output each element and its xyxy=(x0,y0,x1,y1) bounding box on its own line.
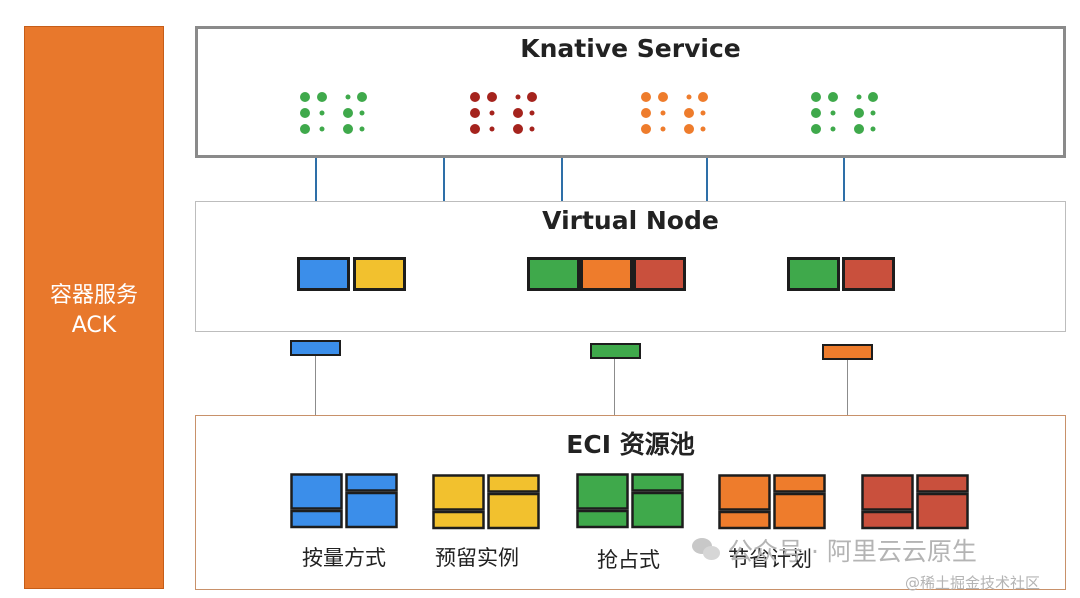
watermark-account: 公众号 · 阿里云云原生 xyxy=(692,532,977,568)
small-bar-orange xyxy=(822,344,873,360)
ack-label: 容器服务 ACK xyxy=(25,281,163,341)
connector-line xyxy=(315,355,316,415)
pod-red xyxy=(633,257,686,291)
eci-icon-red xyxy=(861,474,969,530)
eci-icon-green xyxy=(576,473,684,529)
dot-group-green-1 xyxy=(300,92,367,134)
eci-title: ECI 资源池 xyxy=(566,430,695,459)
eci-icon-yellow xyxy=(432,474,540,530)
virtual-node-title: Virtual Node xyxy=(542,206,719,235)
small-bar-green xyxy=(590,343,641,359)
ack-label-line2: ACK xyxy=(71,313,117,338)
dot-group-red xyxy=(470,92,537,134)
ack-label-line1: 容器服务 xyxy=(49,283,138,308)
connector-line xyxy=(315,158,317,201)
ack-sidebar: 容器服务 ACK xyxy=(24,26,164,589)
connector-line xyxy=(847,359,848,415)
pod-blue xyxy=(297,257,350,291)
dot-group-green-2 xyxy=(811,92,878,134)
watermark-site: @稀土掘金技术社区 xyxy=(905,574,1041,592)
pod-red xyxy=(842,257,895,291)
eci-icon-orange xyxy=(718,474,826,530)
knative-dot-groups xyxy=(300,92,878,134)
knative-service-box: Knative Service xyxy=(195,26,1066,158)
pod-green xyxy=(787,257,840,291)
connector-line xyxy=(843,158,845,201)
eci-mode-label: 预留实例 xyxy=(435,546,519,570)
eci-mode-label: 抢占式 xyxy=(597,548,660,572)
pod-orange xyxy=(580,257,633,291)
connector-line xyxy=(614,359,615,415)
eci-icon-blue xyxy=(290,473,398,529)
dot-group-orange xyxy=(641,92,708,134)
connector-line xyxy=(443,158,445,201)
knative-service-title: Knative Service xyxy=(520,34,741,63)
pod-green xyxy=(527,257,580,291)
eci-mode-label: 节省计划 xyxy=(728,547,812,571)
watermark-account-text: 公众号 · 阿里云云原生 xyxy=(728,537,977,566)
eci-mode-label: 按量方式 xyxy=(302,546,386,570)
wechat-icon xyxy=(692,538,722,562)
connector-line xyxy=(706,158,708,201)
small-bar-blue xyxy=(290,340,341,356)
connector-line xyxy=(561,158,563,201)
pod-yellow xyxy=(353,257,406,291)
